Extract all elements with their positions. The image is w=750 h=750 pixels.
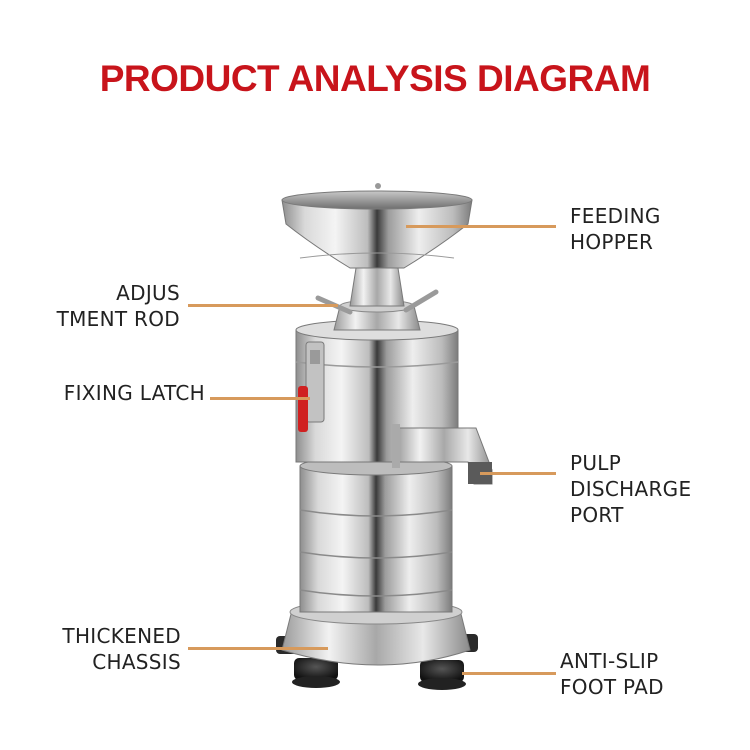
label-adjustment-rod: ADJUS TMENT ROD (56, 281, 180, 331)
leader-line-feeding-hopper (406, 225, 556, 228)
label-fixing-latch: FIXING LATCH (63, 381, 205, 405)
leader-line-adjustment-rod (188, 304, 338, 307)
label-anti-slip-foot-pad: ANTI-SLIP FOOT PAD (560, 649, 664, 699)
leader-line-fixing-latch (210, 397, 310, 400)
diagram-title: PRODUCT ANALYSIS DIAGRAM (99, 58, 651, 99)
label-thickened-chassis: THICKENED CHASSIS (62, 624, 181, 674)
label-feeding-hopper: FEEDING HOPPER (570, 204, 661, 254)
leader-line-pulp-discharge-port (480, 472, 556, 475)
label-pulp-discharge-port: PULP DISCHARGE PORT (570, 451, 692, 527)
leader-line-thickened-chassis (188, 647, 328, 650)
leader-line-anti-slip-foot-pad (462, 672, 556, 675)
